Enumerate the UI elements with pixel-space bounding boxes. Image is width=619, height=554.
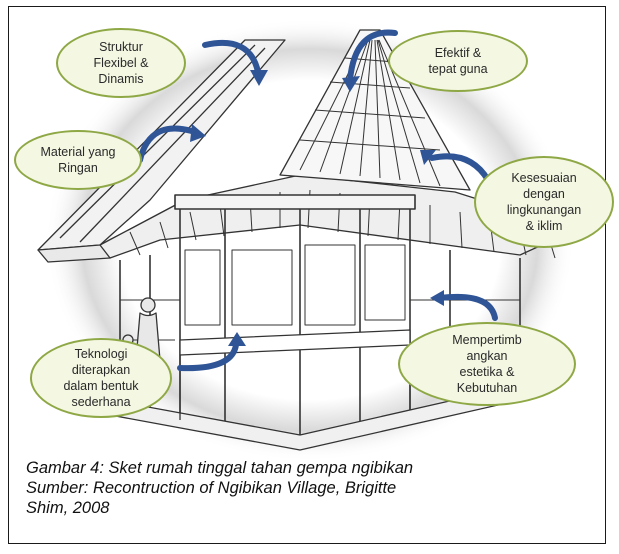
house-sketch xyxy=(37,29,576,451)
caption-source: Sumber: Recontruction of Ngibikan Villag… xyxy=(26,479,397,518)
label-teknologi-sederhana: Teknologi diterapkan dalam bentuk sederh… xyxy=(30,338,172,418)
label-struktur-flexibel: Struktur Flexibel & Dinamis xyxy=(56,28,186,98)
figure-caption: Gambar 4: Sket rumah tinggal tahan gempa… xyxy=(26,458,586,518)
label-efektif-tepat-guna: Efektif & tepat guna xyxy=(388,30,528,92)
arrow-kesesuaian xyxy=(429,153,491,183)
label-mempertimbangkan-estetika: Mempertimb angkan estetika & Kebutuhan xyxy=(398,322,576,406)
caption-title: Gambar 4: Sket rumah tinggal tahan gempa… xyxy=(26,459,414,477)
arrow-efektif xyxy=(347,29,398,83)
arrow-struktur xyxy=(202,39,261,75)
arrow-mempertimbangkan xyxy=(437,293,498,321)
label-material-ringan: Material yang Ringan xyxy=(14,130,142,190)
arrowheads xyxy=(190,70,444,346)
arrows xyxy=(137,29,498,372)
label-kesesuaian-lingkungan: Kesesuaian dengan lingkunangan & iklim xyxy=(474,156,614,248)
arrow-teknologi xyxy=(177,342,239,372)
arrow-material xyxy=(137,125,198,163)
